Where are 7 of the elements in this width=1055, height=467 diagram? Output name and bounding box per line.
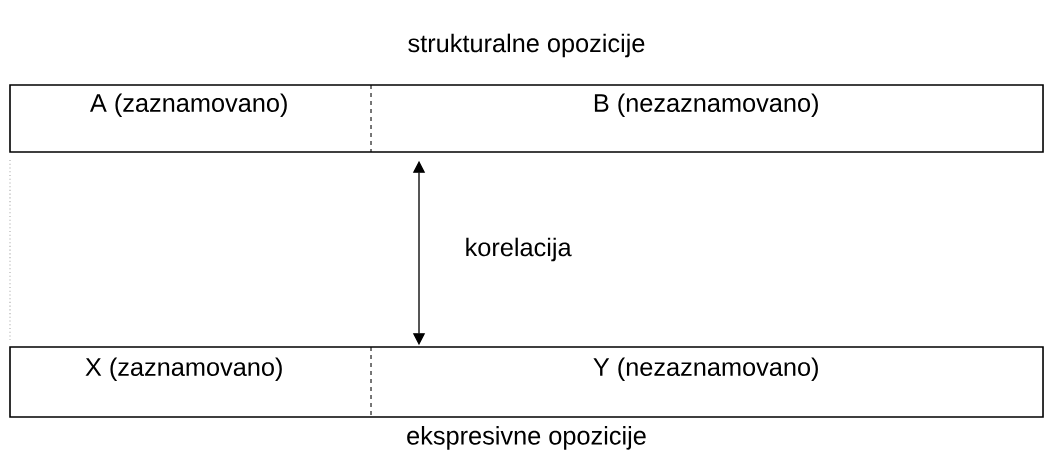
edge-label: korelacija	[466, 237, 572, 262]
cell-label: Y (nezaznamovano)	[593, 357, 818, 381]
cell-label: B (nezaznamovano)	[594, 93, 818, 117]
cell-label: A (zaznamovano)	[90, 93, 287, 117]
node-label: ekspresivne opozicije	[407, 426, 646, 450]
cell-label: X (zaznamovano)	[85, 357, 282, 381]
node-label: strukturalne opozicije	[408, 33, 645, 58]
